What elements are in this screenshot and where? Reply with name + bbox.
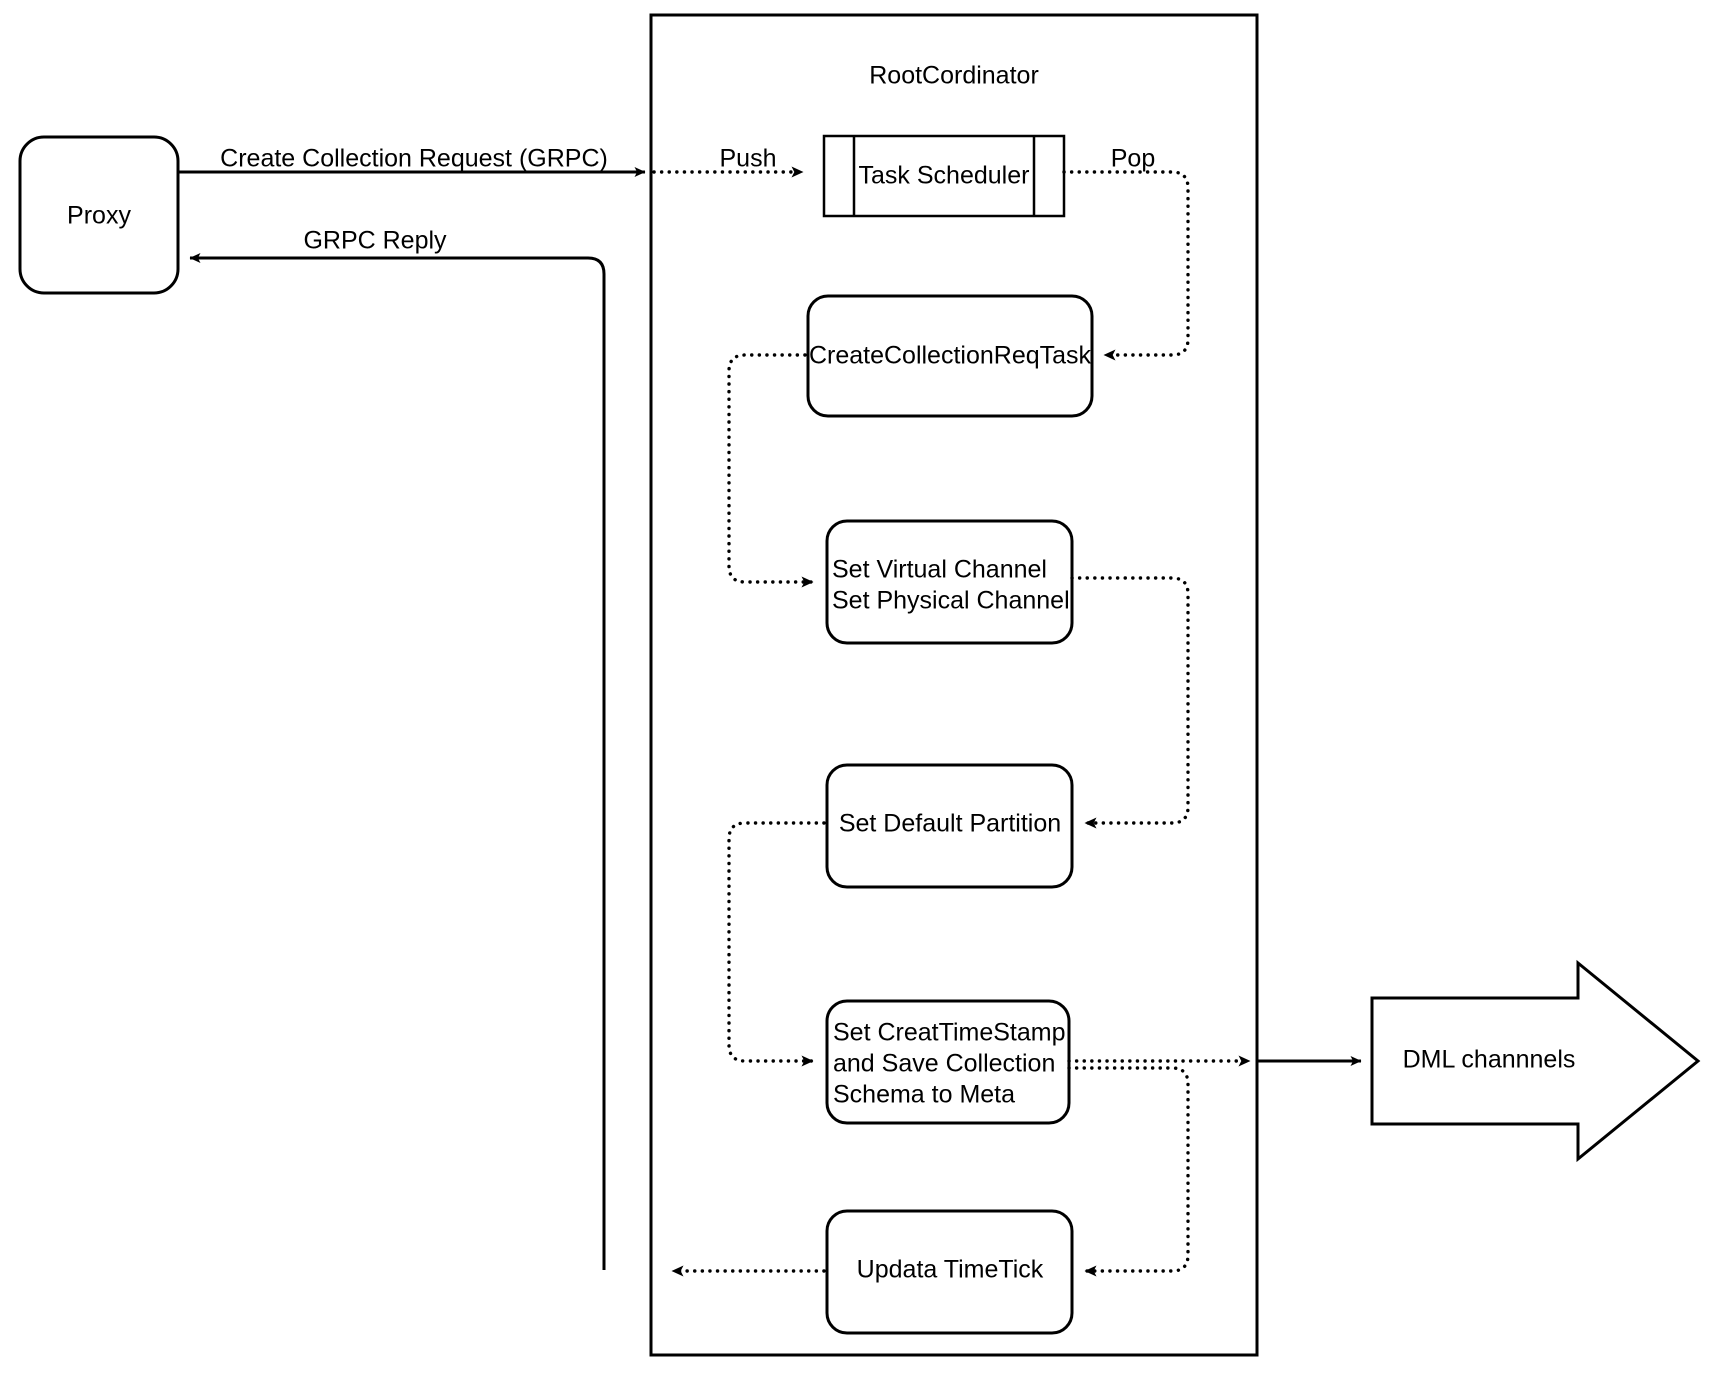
channels-to-partition-line (1070, 576, 1190, 829)
set-create-timestamp-label-line-2: and Save Collection (833, 1050, 1055, 1078)
set-create-timestamp-body (827, 1001, 1069, 1123)
node-create-collection-req-task[interactable]: CreateCollectionReqTask (806, 294, 1094, 418)
edge-grpc-reply: GRPC Reply (189, 227, 606, 1270)
task-scheduler-label: Task Scheduler (859, 162, 1030, 190)
grpc-reply-line (189, 253, 606, 1270)
node-set-create-timestamp[interactable]: Set CreatTimeStamp and Save Collection S… (825, 999, 1071, 1125)
edge-push: Push (652, 145, 805, 178)
node-set-channels[interactable]: Set Virtual Channel Set Physical Channel (825, 519, 1074, 645)
proxy-label: Proxy (67, 202, 131, 230)
edge-task-to-channels (727, 353, 815, 588)
create-collection-request-label: Create Collection Request (GRPC) (220, 145, 608, 173)
edge-create-collection-request: Create Collection Request (GRPC) (178, 145, 646, 177)
proxy-body (20, 137, 178, 293)
pop-label: Pop (1111, 145, 1155, 173)
pop-line (1062, 170, 1190, 361)
partition-to-timestamp-line (727, 821, 826, 1067)
edge-pop: Pop (1062, 145, 1190, 361)
set-default-partition-border (825, 763, 1074, 889)
update-timetick-body (827, 1211, 1072, 1333)
node-proxy[interactable]: Proxy (18, 135, 180, 295)
set-default-partition-body (827, 765, 1072, 887)
node-set-default-partition[interactable]: Set Default Partition (825, 763, 1074, 889)
edge-channels-to-partition (1070, 576, 1190, 829)
set-channels-body (827, 521, 1072, 643)
set-channels-label-line-1: Set Virtual Channel (832, 556, 1047, 584)
timestamp-to-timetick-line (1067, 1066, 1190, 1277)
rootcordinator-container-body (651, 15, 1257, 1355)
dml-channels-label: DML channnels (1403, 1046, 1576, 1074)
set-default-partition-label: Set Default Partition (839, 810, 1061, 838)
set-create-timestamp-label-line-1: Set CreatTimeStamp (833, 1019, 1065, 1047)
rootcordinator-title: RootCordinator (869, 62, 1039, 90)
create-collection-req-task-label: CreateCollectionReqTask (809, 342, 1092, 370)
set-channels-border (825, 519, 1074, 645)
create-collection-req-task-border (806, 294, 1094, 418)
task-scheduler-body (824, 136, 1064, 216)
update-timetick-border (825, 1209, 1074, 1335)
update-timetick-label: Updata TimeTick (857, 1256, 1044, 1284)
rootcordinator-container: RootCordinator (649, 13, 1259, 1357)
edge-partition-to-timestamp (727, 821, 826, 1067)
dml-channels-body (1372, 963, 1698, 1159)
dml-channels-border (1370, 959, 1701, 1163)
node-update-timetick[interactable]: Updata TimeTick (825, 1209, 1074, 1335)
edge-timestamp-to-timetick (1067, 1066, 1190, 1277)
set-create-timestamp-label-line-3: Schema to Meta (833, 1081, 1015, 1109)
create-collection-req-task-body (808, 296, 1092, 416)
rootcordinator-container-border (649, 13, 1259, 1357)
node-dml-channels[interactable]: DML channnels (1370, 959, 1701, 1163)
task-scheduler-border (822, 134, 1066, 218)
grpc-reply-label: GRPC Reply (303, 227, 447, 255)
proxy-border (18, 135, 180, 295)
task-to-channels-line (727, 353, 815, 588)
node-task-scheduler[interactable]: Task Scheduler (822, 134, 1066, 218)
set-channels-label-line-2: Set Physical Channel (832, 587, 1070, 615)
push-label: Push (720, 145, 777, 173)
